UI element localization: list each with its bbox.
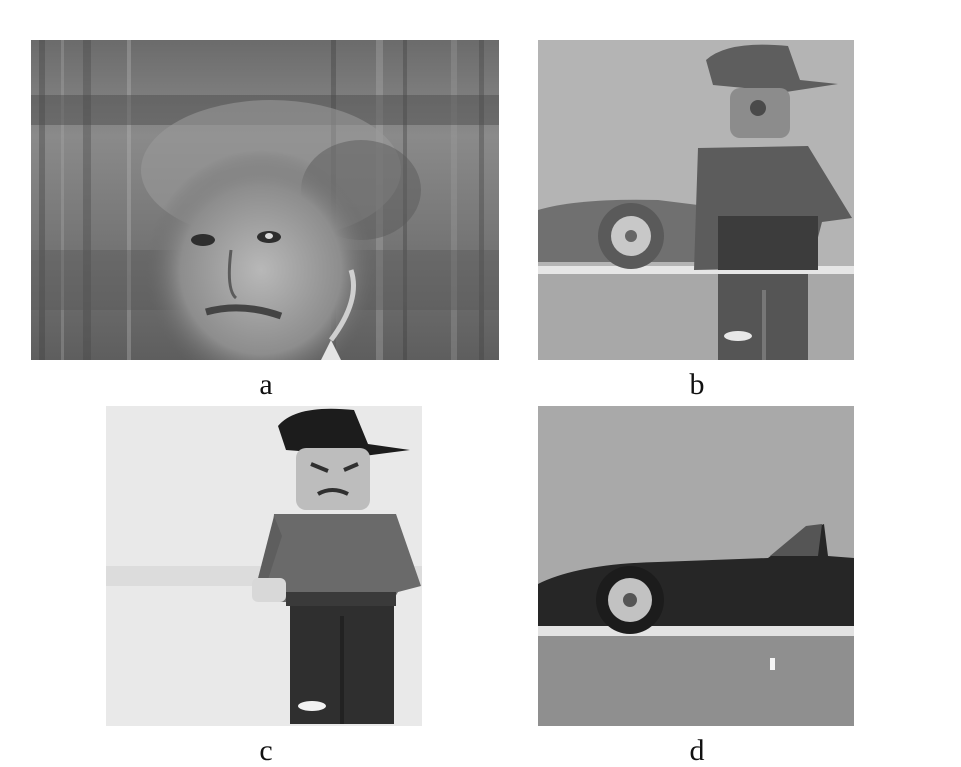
panel-c-image: [106, 406, 422, 726]
panel-b-image: [538, 40, 854, 360]
caption-a: a: [259, 368, 273, 401]
panel-a-image: [31, 40, 499, 360]
caption-d: d: [689, 734, 705, 767]
face-mixture-image: [31, 40, 499, 360]
caption-b: b: [689, 368, 705, 401]
panel-d-image: [538, 406, 854, 726]
car-image: [538, 406, 854, 726]
caption-c: c: [259, 734, 273, 767]
lego-figure-image: [106, 406, 422, 726]
car-and-figure-mixture-image: [538, 40, 854, 360]
